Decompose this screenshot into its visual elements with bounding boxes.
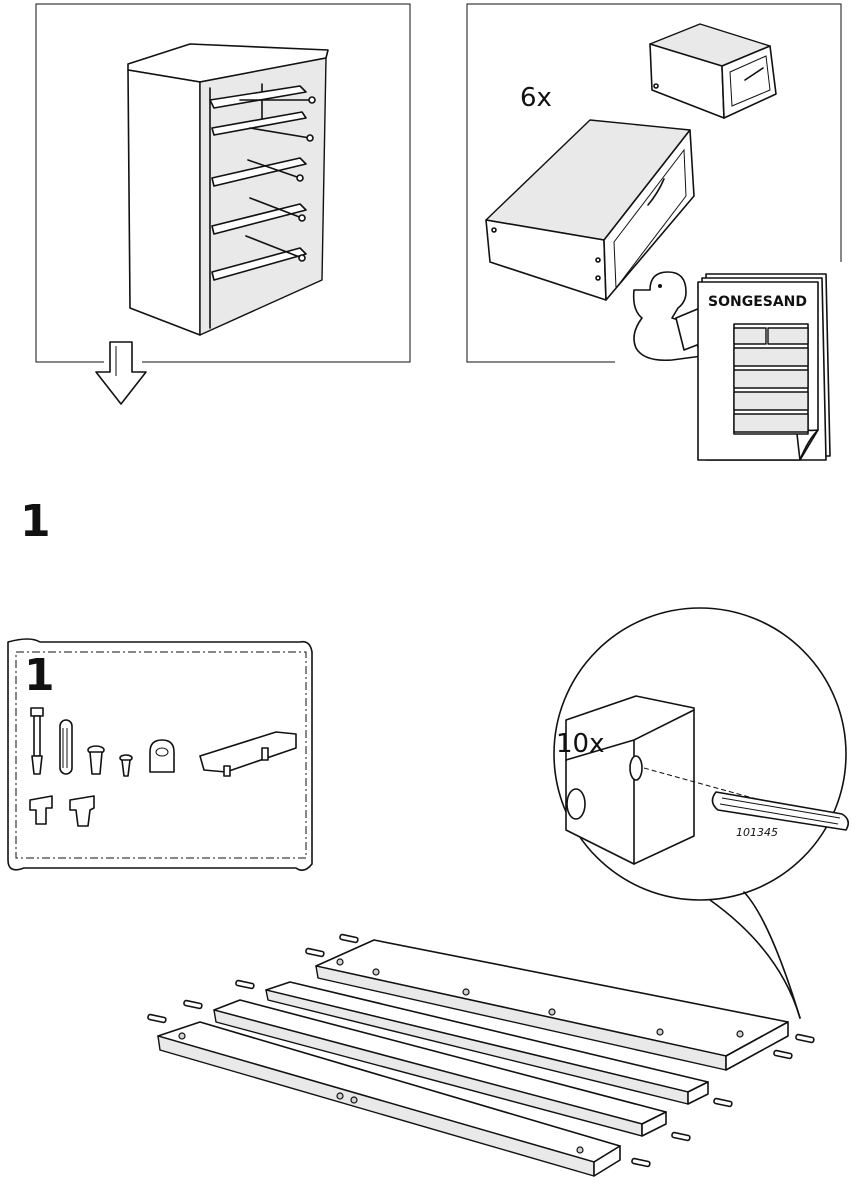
booklet-title: SONGESAND xyxy=(708,294,807,310)
dresser-frame-panel xyxy=(35,3,411,405)
down-arrow-icon xyxy=(95,341,147,405)
bag-number: 1 xyxy=(24,650,55,701)
dowel-icon xyxy=(711,791,850,831)
cam-lock-icon xyxy=(149,739,175,773)
board xyxy=(315,939,789,1071)
dowel-icon xyxy=(59,719,73,775)
clip-icon xyxy=(29,795,53,825)
dowel-detail-magnifier: 10x 101345 xyxy=(553,607,850,1019)
drawers-panel: 6x xyxy=(466,3,842,461)
assembly-booklet: SONGESAND xyxy=(697,273,831,461)
hardware-bag-icon: 1 xyxy=(7,638,313,872)
step-number: 1 xyxy=(20,496,51,547)
dowel-part-number: 101345 xyxy=(736,826,778,839)
dresser-carcass-illustration xyxy=(127,43,329,336)
drawers-count: 6x xyxy=(520,83,552,113)
drawer-stop-icon xyxy=(199,731,297,777)
dowel-icon xyxy=(147,933,815,1168)
dowel-count: 10x xyxy=(556,729,604,759)
board xyxy=(213,999,667,1137)
large-drawer-illustration xyxy=(485,119,695,301)
screw-icon xyxy=(87,745,105,775)
screw-icon xyxy=(119,754,133,777)
clip-icon xyxy=(69,795,95,827)
board xyxy=(157,1021,621,1177)
booklet-dresser-thumbnail xyxy=(733,323,809,435)
boards-illustration xyxy=(147,933,815,1177)
cam-bolt-icon xyxy=(30,707,44,775)
board xyxy=(265,981,709,1105)
small-drawer-illustration xyxy=(649,23,777,119)
